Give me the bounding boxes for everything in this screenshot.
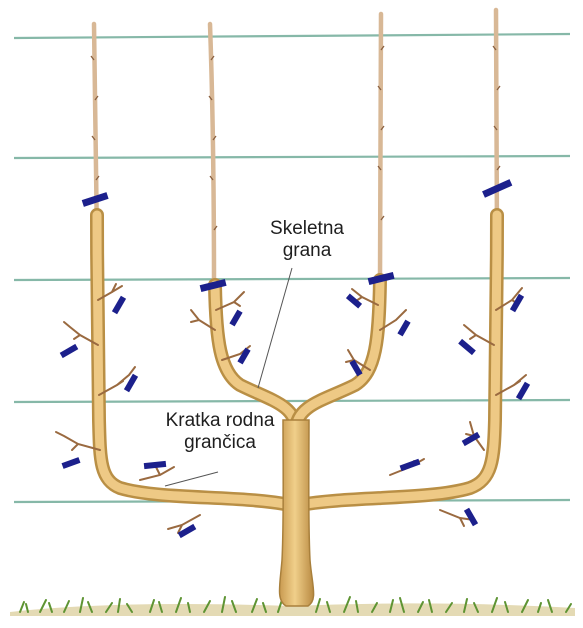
label-short-fruiting-twig-line1: Kratka rodna <box>140 410 300 432</box>
tie-icon <box>62 457 81 469</box>
leader-line-short-twig <box>165 472 218 486</box>
tie-icon <box>397 320 410 337</box>
leader-3 <box>380 14 381 280</box>
leader-1 <box>94 24 97 240</box>
tie-icon <box>349 360 362 377</box>
tie-icon <box>144 461 167 469</box>
tie-icon <box>464 508 478 527</box>
label-short-fruiting-twig-line2: grančica <box>140 432 300 454</box>
tie-icon <box>229 310 242 327</box>
tie-icon <box>400 459 421 471</box>
label-skeletal-branch-line1: Skeletna <box>252 218 362 240</box>
tie-icon <box>510 294 524 313</box>
leader-4 <box>496 10 497 240</box>
label-short-fruiting-twig: Kratka rodna grančica <box>140 410 300 454</box>
leader-line-skeletal <box>258 268 292 388</box>
tie-icon <box>516 382 530 401</box>
trellis-wire-1 <box>14 34 570 38</box>
label-skeletal-branch: Skeletna grana <box>252 218 362 262</box>
tie-icon <box>60 344 79 358</box>
leader-2 <box>210 24 214 285</box>
tie-icon <box>112 296 126 315</box>
label-skeletal-branch-line2: grana <box>252 240 362 262</box>
tie-icon <box>462 432 481 446</box>
tie-icon <box>458 339 476 355</box>
tie-icon <box>237 348 250 365</box>
